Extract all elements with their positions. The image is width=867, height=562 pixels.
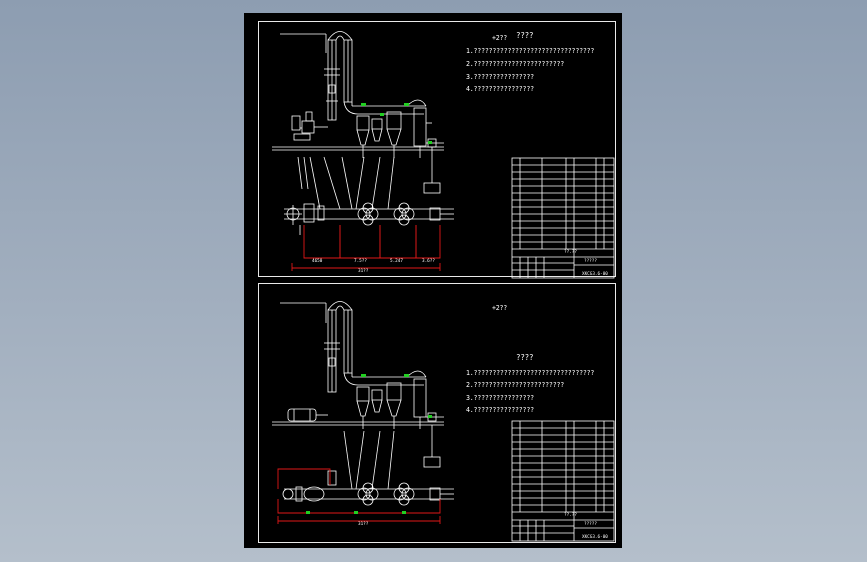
- drawing1-note-3: 3.????????????????: [466, 73, 534, 81]
- drawing1-dim-total: 31??: [358, 269, 369, 274]
- drawing2-titleblock-number: XKCG3.6-00: [582, 535, 608, 540]
- drawing1-dim-c: 5.247: [390, 259, 403, 264]
- drawing2-dim-total: 31??: [358, 522, 369, 527]
- drawing2-note-1: 1.????????????????????????????????: [466, 369, 595, 377]
- drawing1-titleblock-number: XKCG3.6-00: [582, 272, 608, 277]
- drawing1-note-2: 2.????????????????????????: [466, 60, 565, 68]
- drawing1-note-4: 4.????????????????: [466, 85, 534, 93]
- drawing1-inlet-label: +2??: [492, 34, 508, 42]
- drawing2-titleblock-company: ?????: [584, 522, 597, 527]
- drawing-frame-bottom: [258, 283, 616, 543]
- process-diagram-bottom: [272, 301, 615, 542]
- drawing2-notes-title: ????: [516, 353, 534, 362]
- drawing2-note-3: 3.????????????????: [466, 394, 534, 402]
- process-diagram-top: [272, 31, 615, 279]
- drawing1-titleblock-caption: ??.??: [564, 250, 577, 255]
- drawing2-titleblock-caption: ??.??: [564, 513, 577, 518]
- drawing-sheet: +2?? ???? 1.????????????????????????????…: [244, 13, 622, 548]
- drawing1-dim-a: 4650: [312, 259, 323, 264]
- drawing1-dim-b: 7.5??: [354, 259, 367, 264]
- drawing1-dim-d: 3.6??: [422, 259, 435, 264]
- drawing2-note-4: 4.????????????????: [466, 406, 534, 414]
- drawing2-note-2: 2.????????????????????????: [466, 381, 565, 389]
- drawing1-note-1: 1.????????????????????????????????: [466, 47, 595, 55]
- drawing2-inlet-label: +2??: [492, 304, 508, 312]
- drawing1-titleblock-company: ?????: [584, 259, 597, 264]
- drawing1-notes-title: ????: [516, 31, 534, 40]
- drawing-frame-top: [258, 21, 616, 277]
